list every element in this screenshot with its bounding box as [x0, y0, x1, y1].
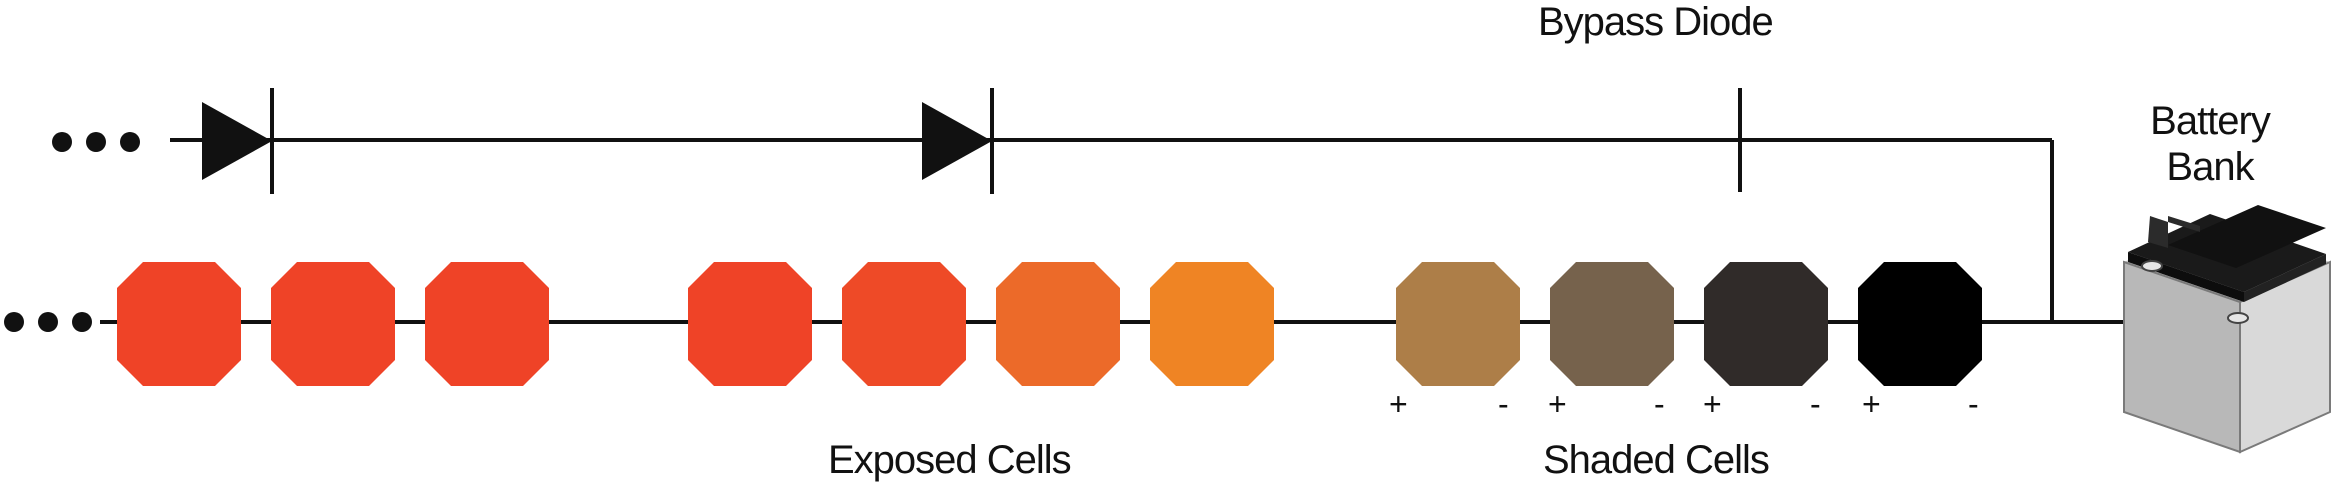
exposed-cell	[688, 262, 812, 386]
polarity-plus: +	[1862, 386, 1881, 422]
battery-bank-label: Battery Bank	[2135, 98, 2285, 190]
shaded-cell	[1550, 262, 1674, 386]
shaded-cell	[1704, 262, 1828, 386]
exposed-cell	[425, 262, 549, 386]
polarity-minus: -	[1498, 386, 1509, 422]
polarity-plus: +	[1703, 386, 1722, 422]
polarity-minus: -	[1968, 386, 1979, 422]
exposed-cells-label: Exposed Cells	[828, 438, 1072, 482]
polarity-minus: -	[1654, 386, 1665, 422]
polarity-minus: -	[1810, 386, 1821, 422]
shaded-cells-label: Shaded Cells	[1543, 438, 1770, 482]
battery-icon	[2123, 205, 2331, 454]
exposed-cell	[271, 262, 395, 386]
exposed-cell	[1150, 262, 1274, 386]
ellipsis-icon	[52, 132, 140, 152]
shaded-cell	[1858, 262, 1982, 386]
exposed-cell	[842, 262, 966, 386]
shaded-cell	[1396, 262, 1520, 386]
exposed-cell	[117, 262, 241, 386]
diode-icon	[922, 88, 994, 194]
diode-icon	[202, 88, 274, 194]
polarity-plus: +	[1389, 386, 1408, 422]
cells	[117, 262, 1982, 386]
bypass-diode-label: Bypass Diode	[1538, 0, 1774, 44]
ellipsis-icon	[4, 312, 92, 332]
battery-label-line1: Battery	[2150, 99, 2271, 143]
battery-label-line2: Bank	[2166, 145, 2254, 189]
exposed-cell	[996, 262, 1120, 386]
polarity-plus: +	[1548, 386, 1567, 422]
